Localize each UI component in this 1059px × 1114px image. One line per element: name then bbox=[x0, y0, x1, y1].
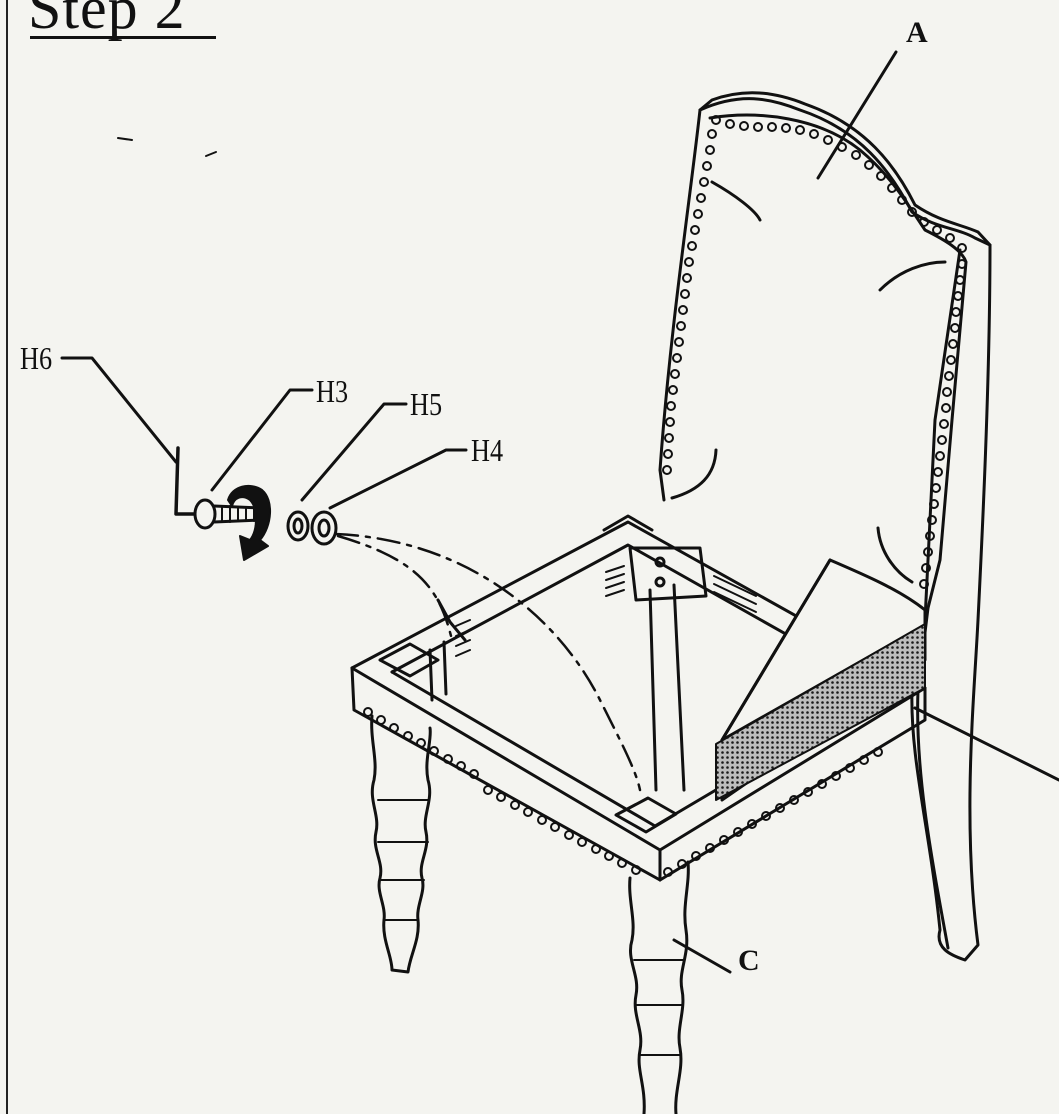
hardware-label-h3: H3 bbox=[316, 373, 349, 409]
seat-nailhead-trim bbox=[363, 707, 883, 877]
hardware-assembly bbox=[60, 356, 642, 792]
seat-frame bbox=[350, 514, 1059, 882]
clockwise-tighten-arrow-icon bbox=[227, 484, 271, 561]
scan-specks bbox=[117, 137, 217, 157]
front-right-leg bbox=[628, 860, 732, 1114]
cushion-fabric-hatch bbox=[715, 623, 926, 801]
part-label-a: A bbox=[906, 16, 928, 49]
step-title-underline bbox=[30, 36, 216, 39]
back-nailhead-trim bbox=[662, 115, 967, 589]
hardware-label-h6: H6 bbox=[20, 340, 53, 376]
hardware-label-h5: H5 bbox=[410, 386, 443, 422]
page-border bbox=[6, 0, 8, 1114]
chair-back bbox=[658, 50, 992, 962]
part-label-c: C bbox=[738, 944, 760, 977]
hardware-label-h4: H4 bbox=[471, 432, 504, 468]
step-title: Step 2 bbox=[28, 0, 186, 41]
front-left-leg bbox=[370, 714, 432, 974]
